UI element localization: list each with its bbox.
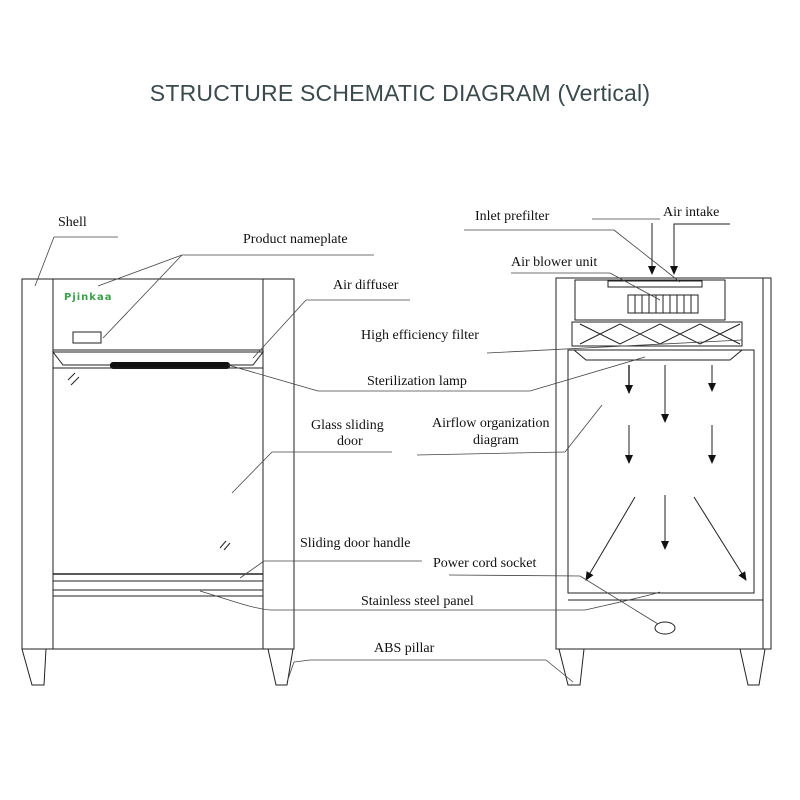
left-shell-panel (21, 278, 54, 650)
label-sterilization-lamp: Sterilization lamp (367, 374, 467, 389)
label-abs-pillar: ABS pillar (374, 641, 435, 656)
side-body (555, 277, 772, 650)
side-view-cabinet (555, 223, 772, 686)
front-view-cabinet: Pjinkaa (21, 278, 295, 686)
labels: Shell Product nameplate Air diffuser Hig… (58, 205, 719, 656)
hepa-filter-block (571, 321, 743, 347)
air-diffuser-shape (51, 351, 265, 366)
leader-lines (34, 218, 743, 683)
front-body (52, 278, 264, 650)
label-airflow-diagram-line1: Airflow organization (432, 416, 550, 431)
label-product-nameplate: Product nameplate (243, 232, 348, 247)
airflow-arrows (585, 223, 747, 581)
left-leg-a (21, 648, 47, 686)
label-shell: Shell (58, 215, 87, 230)
label-air-intake: Air intake (663, 205, 719, 220)
sterilization-lamp-bar (110, 362, 230, 369)
brand-logo: Pjinkaa (64, 292, 112, 303)
power-cord-socket-shape (654, 621, 676, 635)
inlet-prefilter-plate (607, 280, 703, 288)
nameplate-rect (72, 331, 102, 344)
blower-housing (574, 279, 726, 321)
right-shell-panel (262, 278, 295, 650)
left-leg-b (267, 648, 294, 686)
label-air-blower-unit: Air blower unit (511, 255, 597, 270)
label-air-diffuser: Air diffuser (333, 278, 399, 293)
work-chamber (567, 349, 755, 594)
label-power-cord-socket: Power cord socket (433, 556, 537, 571)
label-sliding-door-handle: Sliding door handle (300, 536, 410, 551)
label-inlet-prefilter: Inlet prefilter (475, 209, 550, 224)
label-stainless-steel-panel: Stainless steel panel (361, 594, 474, 609)
page-title: STRUCTURE SCHEMATIC DIAGRAM (Vertical) (149, 80, 651, 106)
label-glass-sliding-door-line2: door (337, 434, 363, 449)
label-airflow-diagram-line2: diagram (473, 433, 519, 448)
label-glass-sliding-door-line1: Glass sliding (311, 418, 384, 433)
label-high-efficiency-filter: High efficiency filter (361, 328, 479, 343)
